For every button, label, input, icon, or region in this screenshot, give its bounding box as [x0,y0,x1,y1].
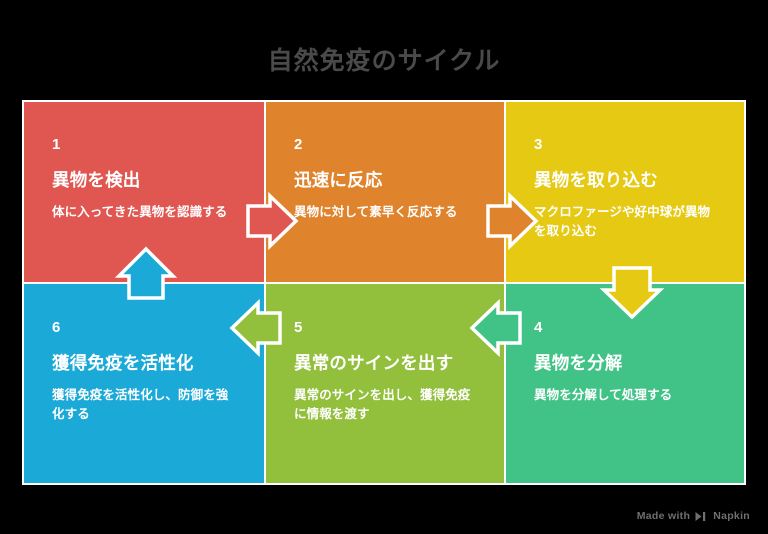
step-title: 迅速に反応 [294,170,383,190]
step-title: 異物を取り込む [534,170,658,190]
page-title: 自然免疫のサイクル [267,47,501,75]
grid-divider-vertical-2 [504,100,506,485]
step-number: 6 [52,319,61,336]
napkin-watermark: Made with Napkin [637,510,750,522]
step-card-2[interactable]: 2 迅速に反応 異物に対して素早く反応する [264,100,504,283]
watermark-prefix: Made with [636,510,691,522]
step-card-4[interactable]: 4 異物を分解 異物を分解して処理する [504,283,746,485]
step-description: 異常のサインを出し、獲得免疫に情報を渡す [294,388,471,421]
grid-divider-vertical-1 [264,100,266,485]
step-card-1[interactable]: 1 異物を検出 体に入ってきた異物を認識する [22,100,264,283]
step-number: 1 [52,136,61,153]
step-description: 異物に対して素早く反応する [294,205,458,219]
step-description: マクロファージや好中球が異物を取り込む [534,205,711,238]
step-title: 異物を検出 [52,170,141,190]
step-description: 異物を分解して処理する [534,388,673,402]
step-description: 獲得免疫を活性化し、防御を強化する [52,388,229,421]
napkin-logo-icon [695,511,708,522]
step-title: 異物を分解 [534,353,623,373]
step-number: 4 [534,319,543,336]
watermark-brand: Napkin [713,510,750,522]
step-card-5[interactable]: 5 異常のサインを出す 異常のサインを出し、獲得免疫に情報を渡す [264,283,504,485]
step-title: 獲得免疫を活性化 [52,353,194,373]
step-number: 3 [534,136,543,153]
cycle-grid: 1 異物を検出 体に入ってきた異物を認識する 2 迅速に反応 異物に対して素早く… [22,100,746,485]
step-number: 5 [294,319,303,336]
step-card-3[interactable]: 3 異物を取り込む マクロファージや好中球が異物を取り込む [504,100,746,283]
step-description: 体に入ってきた異物を認識する [52,205,228,219]
step-title: 異常のサインを出す [294,353,454,373]
step-card-6[interactable]: 6 獲得免疫を活性化 獲得免疫を活性化し、防御を強化する [22,283,264,485]
grid-divider-horizontal [22,282,746,284]
step-number: 2 [294,136,303,153]
